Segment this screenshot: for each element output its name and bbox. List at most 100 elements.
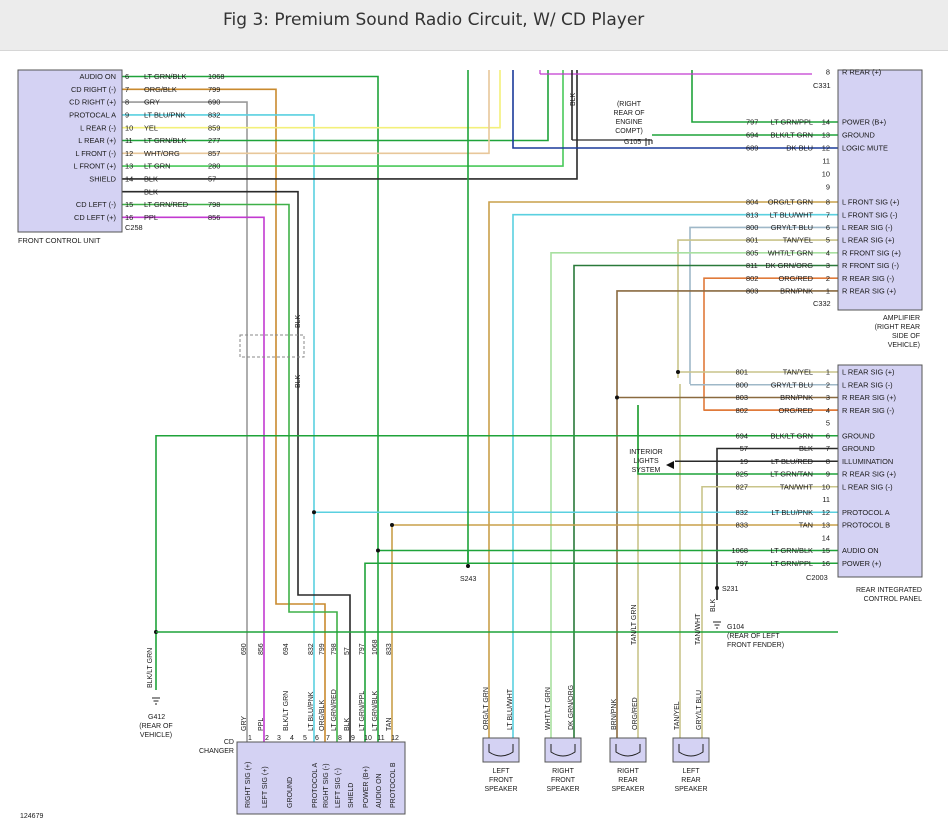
amp-top-pin-number: 14 <box>822 118 830 127</box>
fcu-wire-color: ORG/BLK <box>144 85 177 94</box>
rcp-pin-number: 16 <box>822 559 830 568</box>
wire-rcp-power <box>364 562 838 742</box>
fcu-name: FRONT CONTROL UNIT <box>18 236 101 245</box>
fcu-pin-number: 8 <box>125 98 129 107</box>
amp-bottom-wire-color: WHT/LT GRN <box>768 248 813 257</box>
wire-rcp-lr-neg-10 <box>701 485 838 492</box>
amp-label: (RIGHT REAR <box>875 324 920 331</box>
cd-wire-circuit: 694 <box>283 643 290 655</box>
rcp-wire-circuit: 694 <box>736 431 748 440</box>
fcu-wire-circuit: 799 <box>208 85 220 94</box>
rcp-wire-circuit: 825 <box>736 470 748 479</box>
cd-pin-function: GROUND <box>287 777 294 808</box>
amp-bottom-pin-function: R REAR SIG (+) <box>842 287 896 296</box>
fcu-pin-function: PROTOCAL A <box>69 111 116 120</box>
splice-dot <box>715 586 719 590</box>
amp-bottom-wire-color: ORG/LT GRN <box>768 198 813 207</box>
fcu-wire-circuit: 856 <box>208 213 220 222</box>
figure-id: 124679 <box>20 813 43 820</box>
fcu-pin-function: L FRONT (+) <box>74 162 117 171</box>
rcp-wire-color: GRY/LT BLU <box>771 380 813 389</box>
cd-pin-function: POWER (B+) <box>363 766 370 808</box>
cd-wire-circuit: 57 <box>344 647 351 655</box>
fcu-wire-color: BLK <box>144 187 158 196</box>
amp-top-pin-function: POWER (B+) <box>842 118 886 127</box>
wire-cd-left-pos <box>122 216 265 742</box>
speaker-0-body <box>482 737 520 763</box>
rcp-pin-function: PROTOCOL A <box>842 508 890 517</box>
rcp-pin-function: ILLUMINATION <box>842 457 893 466</box>
rcp-pin-function: R REAR SIG (+) <box>842 393 896 402</box>
rcp-pin-number: 6 <box>826 431 830 440</box>
rcp-pin-function: PROTOCOL B <box>842 521 890 530</box>
rcp-pin-number: 1 <box>826 368 830 377</box>
rcp-wire-color: LT GRN/PPL <box>771 559 813 568</box>
amp-bottom-wire-color: GRY/LT BLU <box>771 223 813 232</box>
amp-top-pin-number: 13 <box>822 131 830 140</box>
rcp-wire-color: TAN/WHT <box>780 482 814 491</box>
fcu-pin-number: 7 <box>125 85 129 94</box>
wire-rcp-ground-57 <box>716 447 838 600</box>
rcp-pin-number: 14 <box>822 533 830 542</box>
fcu-wire-color: PPL <box>144 213 158 222</box>
amp-bottom-wire-color: ORG/RED <box>779 274 814 283</box>
fcu-pin-function: CD RIGHT (+) <box>69 98 116 107</box>
g104-location: (REAR OF LEFT <box>727 633 780 640</box>
ground-icon <box>713 621 721 629</box>
amp-bottom-pin-function: L FRONT SIG (+) <box>842 198 899 207</box>
cd-pin-number: 7 <box>326 735 330 742</box>
rcp-pin-function: L REAR SIG (+) <box>842 368 895 377</box>
fcu-pin-number: 14 <box>125 175 133 184</box>
rcp-wire-color: ORG/RED <box>779 406 814 415</box>
rcp-wire-color: BLK/LT GRN <box>771 431 813 440</box>
speaker-wire-color: WHT/LT GRN <box>545 687 552 730</box>
amp-bottom-pin-number: 8 <box>826 198 830 207</box>
wires-layer <box>122 70 838 742</box>
splice-dot <box>676 370 680 374</box>
amp-label: SIDE OF <box>892 333 920 340</box>
speaker-name: FRONT <box>489 777 514 784</box>
cd-changer-name: CHANGER <box>199 748 234 755</box>
g104-wire-label: BLK <box>710 598 717 612</box>
speaker-name: LEFT <box>492 768 510 775</box>
rcp-pin-number: 10 <box>822 482 830 491</box>
rear-integrated-control-panel-box <box>837 364 923 578</box>
speaker-name: LEFT <box>682 768 700 775</box>
g105-wire-label: BLK <box>570 92 577 106</box>
fcu-wire-color: LT GRN/BLK <box>144 136 187 145</box>
amp-bottom-wire-color: LT BLU/WHT <box>770 210 814 219</box>
fcu-pin-function: L REAR (+) <box>78 136 116 145</box>
wire-logic-mute <box>512 70 838 149</box>
amp-connector-c332: C332 <box>813 299 831 308</box>
ground-icon <box>152 697 160 705</box>
s243-label: S243 <box>460 576 476 583</box>
arrow-icon <box>666 461 674 469</box>
fcu-pin-number: 13 <box>125 162 133 171</box>
cd-pin-function: RIGHT SIG (+) <box>245 762 252 808</box>
fcu-wire-circuit: 798 <box>208 200 220 209</box>
fcu-wire-circuit: 1068 <box>208 72 224 81</box>
wire-cd-right-pos <box>122 101 248 742</box>
speaker-icon <box>488 744 514 757</box>
wire-rf-neg <box>573 264 838 738</box>
cd-wire-circuit: 1068 <box>372 639 379 655</box>
wire-rcp-rr-pos-9 <box>637 405 838 475</box>
fcu-pin-function: AUDIO ON <box>79 72 116 81</box>
rcp-pin-number: 3 <box>826 393 830 402</box>
rcp-pin-function: R REAR SIG (-) <box>842 406 894 415</box>
cd-pin-number: 4 <box>290 735 294 742</box>
amp-top-wire-circuit: 689 <box>746 144 758 153</box>
fcu-wire-circuit: 857 <box>208 149 220 158</box>
cd-pin-number: 3 <box>277 735 281 742</box>
wire-l-front-pos <box>122 70 564 167</box>
amp-bottom-wire-circuit: 804 <box>746 198 758 207</box>
rcp-pin-number: 15 <box>822 546 830 555</box>
rcp-wire-circuit: 801 <box>736 368 748 377</box>
fcu-wire-color: YEL <box>144 123 158 132</box>
amp-bottom-pin-function: L REAR SIG (+) <box>842 236 895 245</box>
shield-wire-label: BLK <box>295 314 302 328</box>
cd-pin-number: 8 <box>338 735 342 742</box>
speaker-wire-color: BRN/PNK <box>611 699 618 730</box>
fcu-pin-number: 9 <box>125 111 129 120</box>
rcp-wire-circuit: 833 <box>736 521 748 530</box>
